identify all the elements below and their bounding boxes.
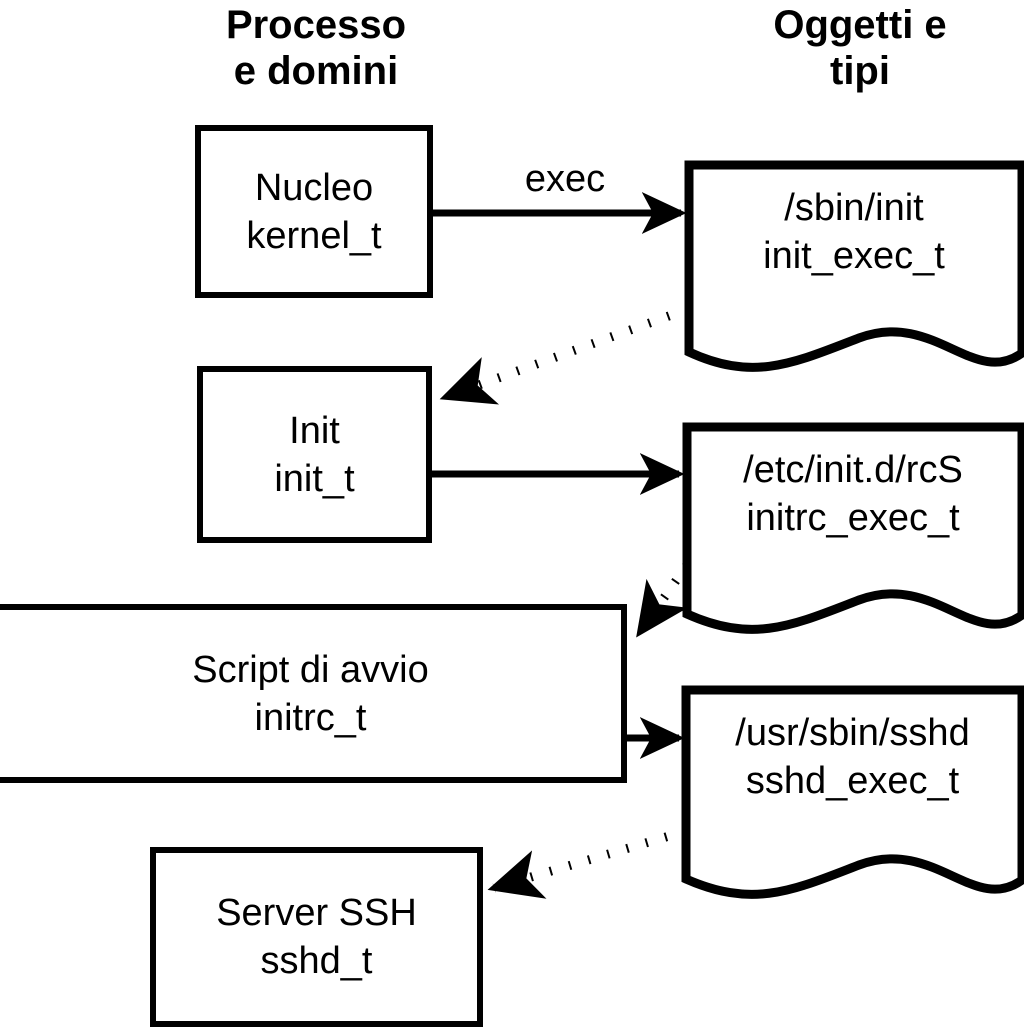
process-box-init-label: Init init_t <box>274 409 355 500</box>
object-doc-initrc-exec-label: /etc/init.d/rcS initrc_exec_t <box>743 449 963 539</box>
process-box-sshd[interactable]: Server SSH sshd_t <box>150 847 483 1027</box>
edge-label-exec: exec <box>524 158 606 200</box>
process-box-kernel[interactable]: Nucleo kernel_t <box>195 125 433 298</box>
column-header-objects: Oggetti e tipi <box>773 3 947 93</box>
process-box-initrc[interactable]: Script di avvio initrc_t <box>0 604 627 783</box>
process-box-init[interactable]: Init init_t <box>197 366 432 543</box>
edge-initrc-exec-to-initrc <box>636 562 691 638</box>
process-box-kernel-label: Nucleo kernel_t <box>246 166 382 257</box>
edge-init-exec-to-init <box>439 304 690 405</box>
object-doc-sshd-exec-label: /usr/sbin/sshd sshd_exec_t <box>735 712 970 802</box>
object-doc-initrc-exec[interactable]: /etc/init.d/rcS initrc_exec_t <box>682 422 1024 647</box>
process-box-initrc-label: Script di avvio initrc_t <box>192 648 429 739</box>
process-box-sshd-label: Server SSH sshd_t <box>216 892 417 982</box>
object-doc-sshd-exec[interactable]: /usr/sbin/sshd sshd_exec_t <box>681 685 1024 913</box>
object-doc-init-exec[interactable]: /sbin/init init_exec_t <box>684 160 1024 385</box>
column-header-processes: Processo e domini <box>225 3 407 93</box>
edge-sshd-exec-to-sshd <box>487 826 688 899</box>
object-doc-init-exec-label: /sbin/init init_exec_t <box>763 187 945 277</box>
